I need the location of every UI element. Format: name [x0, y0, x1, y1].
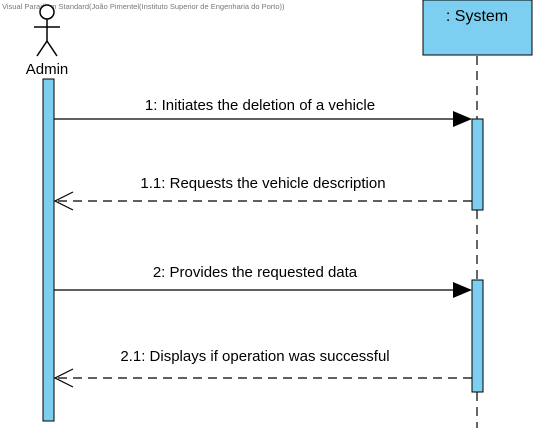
- system-activation-bar-2: [471, 279, 484, 393]
- message-2-label: 2: Provides the requested data: [153, 264, 358, 281]
- actor-name: Admin: [26, 61, 69, 78]
- system-activation-bar-1: [471, 118, 484, 211]
- message-1-1-label: 1.1: Requests the vehicle description: [140, 175, 385, 192]
- system-lifeline-box: [422, 0, 533, 56]
- message-1-label: 1: Initiates the deletion of a vehicle: [145, 97, 375, 114]
- watermark-text: Visual Paradigm Standard(João Pimentel(I…: [2, 2, 285, 11]
- actor-head: [39, 4, 55, 20]
- actor-icon: [34, 4, 60, 57]
- message-1-arrow: [54, 111, 472, 127]
- system-lifeline-title: : System: [446, 8, 508, 25]
- actor-left-leg: [36, 40, 48, 57]
- message-1-1-arrow: [53, 191, 472, 211]
- actor-right-leg: [46, 40, 58, 57]
- message-2-1-arrow: [53, 368, 472, 388]
- message-2-1-label: 2.1: Displays if operation was successfu…: [120, 348, 389, 365]
- message-2-arrow: [54, 282, 472, 298]
- admin-activation-bar: [42, 78, 55, 422]
